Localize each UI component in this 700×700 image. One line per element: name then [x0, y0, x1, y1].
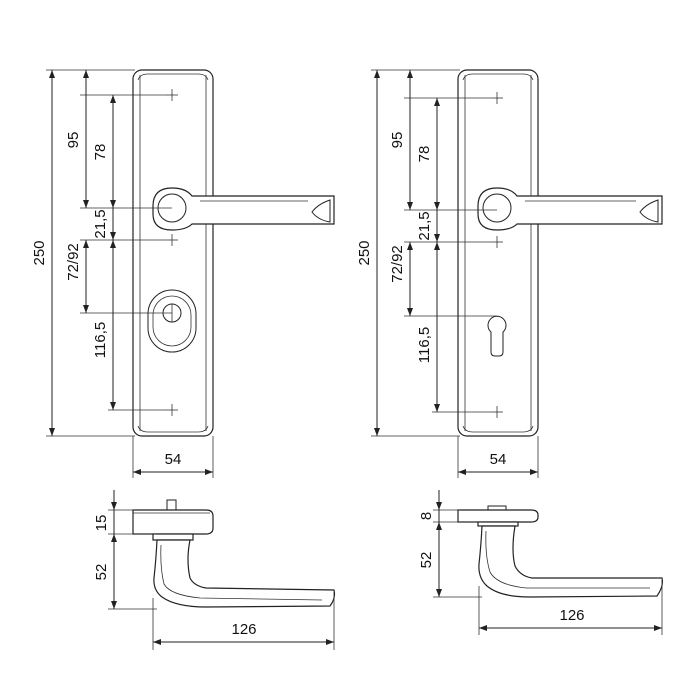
right-dimension-lines: [376, 70, 538, 473]
left-side-dimension-arrows: [111, 502, 334, 645]
left-screw-mid: [166, 234, 178, 246]
left-front-view: 250 95 78 21,5 72/92 116,5 54: [31, 69, 335, 478]
left-side-dimension-lines: [113, 490, 334, 643]
left-dim-lower-spacing: 116,5: [92, 322, 109, 358]
right-dim-side-thickness: 8: [418, 512, 435, 520]
right-dim-upper-distance: 95: [389, 132, 406, 149]
right-keyhole: [487, 315, 507, 357]
left-back-plate: [132, 69, 214, 437]
left-dim-upper-spacing: 78: [92, 144, 109, 161]
right-extension-lines: [371, 69, 539, 478]
right-dim-side-depth: 52: [418, 552, 435, 569]
left-dim-upper-distance: 95: [65, 132, 82, 149]
left-side-view: 15 52 126: [93, 490, 336, 650]
right-dim-plate-width: 54: [490, 451, 507, 468]
right-dim-lower-spacing: 116,5: [416, 327, 433, 363]
right-lever-profile: [478, 525, 664, 598]
left-side-extension-lines: [108, 509, 335, 650]
right-side-plate: [457, 509, 539, 523]
right-side-dimension-arrows: [436, 502, 662, 631]
left-screw-bottom: [166, 404, 178, 416]
left-extension-lines: [46, 69, 214, 478]
left-dim-lever-length: 126: [231, 621, 256, 638]
left-dim-plate-width: 54: [165, 451, 182, 468]
right-back-plate: [457, 69, 539, 437]
right-front-view: 250 95 78 21,5 72/92 116,5 54: [356, 69, 663, 478]
right-screw-mid: [491, 236, 503, 248]
right-dim-center-distance: 72/92: [389, 245, 406, 283]
right-screw-bottom: [491, 406, 503, 418]
right-dim-upper-spacing: 78: [416, 146, 433, 163]
left-dim-lever-offset: 21,5: [92, 209, 109, 238]
right-dim-lever-length: 126: [559, 607, 584, 624]
left-dim-side-depth: 52: [93, 564, 110, 581]
right-side-view: 8 52 126: [418, 490, 664, 635]
left-lever-handle: [152, 187, 335, 231]
left-side-plate: [132, 509, 214, 535]
right-side-extension-lines: [433, 509, 663, 635]
left-screw-top: [166, 89, 178, 101]
right-dim-lever-offset: 21,5: [416, 211, 433, 240]
left-dimension-lines: [51, 70, 213, 473]
right-dimension-arrows: [374, 70, 538, 475]
right-screw-top: [491, 92, 503, 104]
left-lever-profile: [153, 539, 336, 608]
left-dim-total-height: 250: [31, 240, 48, 265]
left-dim-side-thickness: 15: [93, 515, 110, 532]
left-dimension-arrows: [49, 70, 213, 475]
right-dim-total-height: 250: [356, 240, 373, 265]
left-cylinder-knob: [166, 499, 177, 511]
left-dim-center-distance: 72/92: [65, 243, 82, 281]
right-lever-handle: [477, 187, 663, 231]
